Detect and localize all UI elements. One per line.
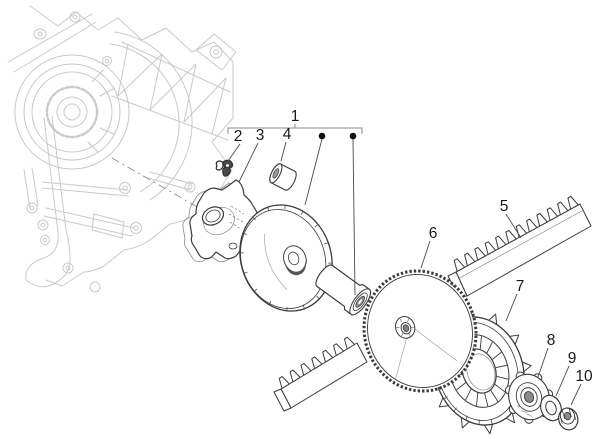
belt-tooth xyxy=(505,230,517,244)
fan-fin xyxy=(490,389,499,402)
flange-nut xyxy=(558,407,579,431)
leader-line xyxy=(537,347,549,378)
callout-label-7: 7 xyxy=(516,278,525,295)
belt-tooth xyxy=(557,201,569,216)
pulley-hub-sleeve xyxy=(315,264,372,316)
rim-tick xyxy=(253,288,258,292)
leader-line xyxy=(555,365,570,397)
fan-fin xyxy=(465,388,472,401)
fan-fin xyxy=(456,382,466,391)
leader-line xyxy=(352,138,356,296)
leader-line xyxy=(304,138,323,206)
hub-hatch-line xyxy=(400,332,404,338)
belt-tooth xyxy=(322,349,334,363)
rim-tick xyxy=(252,216,256,221)
callout-dot xyxy=(318,132,326,140)
washer xyxy=(540,394,562,422)
belt-tooth xyxy=(343,336,355,350)
belt-tooth xyxy=(278,376,290,389)
leader-line xyxy=(505,293,518,322)
callout-label-10: 10 xyxy=(575,368,593,385)
fan-fin xyxy=(494,383,506,393)
fan-fin xyxy=(476,392,479,406)
retainer-clip xyxy=(215,159,234,177)
belt-tooth xyxy=(526,218,538,233)
rim-tick xyxy=(286,306,288,311)
belt-teeth xyxy=(278,336,355,389)
rim-tick xyxy=(324,242,329,245)
callout-label-9: 9 xyxy=(568,350,577,367)
rim-tick xyxy=(302,304,305,309)
belt-tooth xyxy=(464,252,476,267)
rim-tick xyxy=(242,232,247,236)
hub-hatch-line xyxy=(399,317,403,323)
callout-label-1: 1 xyxy=(291,108,300,125)
leader-line xyxy=(238,142,259,183)
fan-rim-tick xyxy=(478,419,480,425)
rim-tick xyxy=(284,205,286,210)
drive-belt xyxy=(273,196,592,412)
belt-tooth xyxy=(300,363,312,376)
rim-tick xyxy=(268,300,272,305)
crankcase-ghost-drawing xyxy=(7,5,237,293)
belt-tooth xyxy=(289,369,301,383)
rim-tick xyxy=(300,211,304,216)
rim-tick xyxy=(314,224,319,228)
leader-line xyxy=(570,383,582,406)
belt-tooth xyxy=(567,196,579,210)
rim-tick xyxy=(267,207,270,212)
callout-label-4: 4 xyxy=(283,126,292,143)
fan-fin xyxy=(495,364,508,369)
belt-tooth xyxy=(311,356,323,370)
leader-line xyxy=(280,141,287,162)
belt-tooth xyxy=(546,207,559,221)
spacer-bushing xyxy=(269,163,297,191)
belt-tooth xyxy=(536,213,548,227)
callout-label-6: 6 xyxy=(429,225,438,242)
fan-fin xyxy=(479,336,482,350)
callout-label-5: 5 xyxy=(500,198,509,215)
belt-tooth xyxy=(484,241,497,255)
gear-hub-hatch xyxy=(395,317,415,338)
rim-tick xyxy=(328,262,333,264)
drive-pulley-half xyxy=(239,204,333,312)
callout-label-3: 3 xyxy=(256,127,265,144)
belt-tooth xyxy=(495,235,507,250)
hub-hatch-line xyxy=(407,317,410,322)
rim-tick xyxy=(239,252,244,254)
hub-hatch-line xyxy=(410,326,415,328)
belt-tooth xyxy=(333,343,345,356)
fan-rim-tick xyxy=(490,419,493,425)
fan-rim-tick xyxy=(443,396,448,400)
fan-rim-tick xyxy=(465,415,468,421)
rim-tick xyxy=(243,271,248,274)
fan-fin xyxy=(486,341,493,354)
belt-tooth xyxy=(474,247,486,261)
drive-belt-upper-segment xyxy=(447,203,592,298)
fan-fin xyxy=(492,351,502,360)
belt-tooth xyxy=(453,258,466,272)
toothed-wheel xyxy=(362,269,478,393)
callout-label-8: 8 xyxy=(547,332,556,349)
fan-rim-tick xyxy=(453,407,457,412)
rim-tick xyxy=(316,295,320,300)
leader-line xyxy=(505,213,522,239)
leader-line xyxy=(420,240,431,269)
belt-teeth xyxy=(453,196,579,272)
fan-fin xyxy=(496,375,509,380)
leader-line xyxy=(227,143,241,162)
hub-hatch-line xyxy=(395,327,400,328)
callout-label-2: 2 xyxy=(234,128,243,145)
callout-dot xyxy=(349,132,357,140)
fan-fin xyxy=(484,392,489,407)
